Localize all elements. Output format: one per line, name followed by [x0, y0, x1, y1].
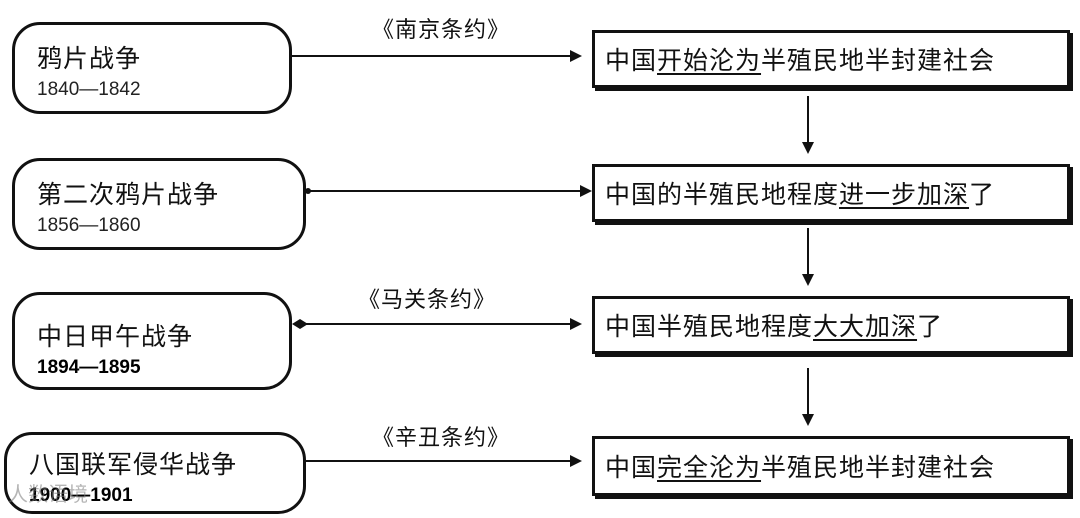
result-text-emphasis: 进一步加深 [839, 180, 970, 209]
war-name: 第二次鸦片战争 [37, 180, 220, 209]
war-years: 1840—1842 [37, 79, 141, 100]
result-box-3: 中国半殖民地程度大大加深了 [592, 296, 1070, 354]
war-box-second-opium: 第二次鸦片战争 1856—1860 [12, 158, 306, 250]
treaty-shimonoseki: 《马关条约》 [358, 288, 497, 313]
treaty-nanjing: 《南京条约》 [372, 18, 511, 43]
result-text-emphasis: 开始沦为 [657, 46, 762, 75]
result-text-post: 了 [917, 312, 944, 341]
result-text-emphasis: 完全沦为 [657, 453, 762, 482]
result-text-pre: 中国 [605, 46, 658, 75]
result-text-post: 半殖民地半封建社会 [761, 453, 996, 482]
result-text-pre: 中国 [605, 453, 658, 482]
war-years: 1900—1901 [29, 485, 133, 506]
war-box-eight-nation: 八国联军侵华战争 1900—1901 [4, 432, 306, 514]
war-box-sino-japanese: 中日甲午战争 1894—1895 [12, 292, 292, 390]
result-text-post: 半殖民地半封建社会 [761, 46, 996, 75]
result-box-4: 中国完全沦为半殖民地半封建社会 [592, 436, 1070, 496]
watermark: 人数语境 [8, 482, 88, 506]
war-box-opium: 鸦片战争 1840—1842 [12, 22, 292, 114]
treaty-boxer: 《辛丑条约》 [372, 426, 511, 451]
result-text-post: 了 [969, 180, 996, 209]
result-text-emphasis: 大大加深 [813, 312, 918, 341]
result-box-2: 中国的半殖民地程度进一步加深了 [592, 164, 1070, 222]
war-years: 1894—1895 [37, 357, 141, 378]
result-box-1: 中国开始沦为半殖民地半封建社会 [592, 30, 1070, 88]
result-text-pre: 中国的半殖民地程度 [605, 180, 840, 209]
war-years: 1856—1860 [37, 215, 141, 236]
war-name: 鸦片战争 [37, 44, 142, 73]
war-name: 八国联军侵华战争 [29, 450, 238, 479]
war-name: 中日甲午战争 [37, 322, 194, 351]
result-text-pre: 中国半殖民地程度 [605, 312, 814, 341]
